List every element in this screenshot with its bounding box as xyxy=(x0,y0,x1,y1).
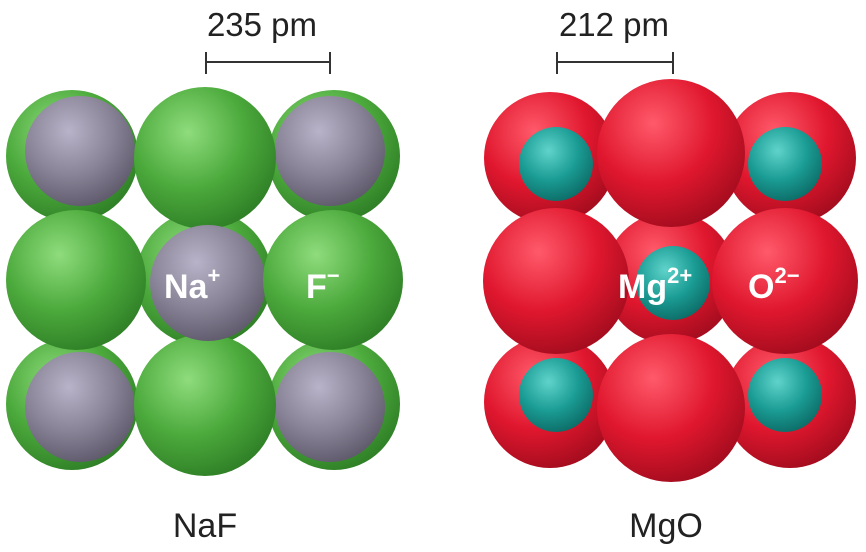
fluoride-ion-sphere xyxy=(134,334,276,476)
oxide-ion-sphere xyxy=(597,334,745,482)
mgo-cation-symbol: Mg xyxy=(618,268,667,306)
fluoride-ion-sphere xyxy=(263,210,403,350)
magnesium-ion-sphere xyxy=(519,358,593,432)
mgo-dimension-bar xyxy=(556,52,674,74)
naf-compound-label: NaF xyxy=(173,507,237,545)
magnesium-ion-sphere xyxy=(748,358,822,432)
mgo-compound-label: MgO xyxy=(629,507,703,545)
naf-anion-charge: − xyxy=(327,263,340,288)
mgo-cation-charge: 2+ xyxy=(667,263,692,288)
sodium-ion-sphere xyxy=(275,96,385,206)
sodium-ion-sphere xyxy=(275,352,385,462)
naf-cation-symbol: Na xyxy=(164,268,209,306)
naf-anion-label: F− xyxy=(306,263,340,306)
sodium-ion-sphere xyxy=(25,352,135,462)
mgo-cation-label: Mg2+ xyxy=(618,263,692,306)
magnesium-ion-sphere xyxy=(636,246,710,320)
magnesium-ion-sphere xyxy=(519,127,593,201)
mgo-anion-symbol: O xyxy=(748,268,774,306)
oxide-ion-sphere xyxy=(712,208,858,354)
sodium-ion-sphere xyxy=(150,225,266,341)
magnesium-ion-sphere xyxy=(748,127,822,201)
naf-anion-symbol: F xyxy=(306,268,327,306)
naf-cation-charge: + xyxy=(207,263,220,288)
sodium-ion-sphere xyxy=(25,96,135,206)
mgo-distance-label: 212 pm xyxy=(559,6,669,43)
fluoride-ion-sphere xyxy=(6,210,146,350)
mgo-panel: 212 pm Mg2+ O2− MgO xyxy=(483,6,858,545)
oxide-ion-sphere xyxy=(597,79,745,227)
oxide-ion-sphere xyxy=(483,208,629,354)
naf-panel: 235 pm Na+ F− NaF xyxy=(6,6,403,545)
mgo-anion-label: O2− xyxy=(748,263,800,306)
naf-dimension-bar xyxy=(205,52,331,74)
fluoride-ion-sphere xyxy=(134,87,276,229)
naf-cation-label: Na+ xyxy=(164,263,220,306)
naf-distance-label: 235 pm xyxy=(207,6,317,43)
mgo-anion-charge: 2− xyxy=(774,263,799,288)
